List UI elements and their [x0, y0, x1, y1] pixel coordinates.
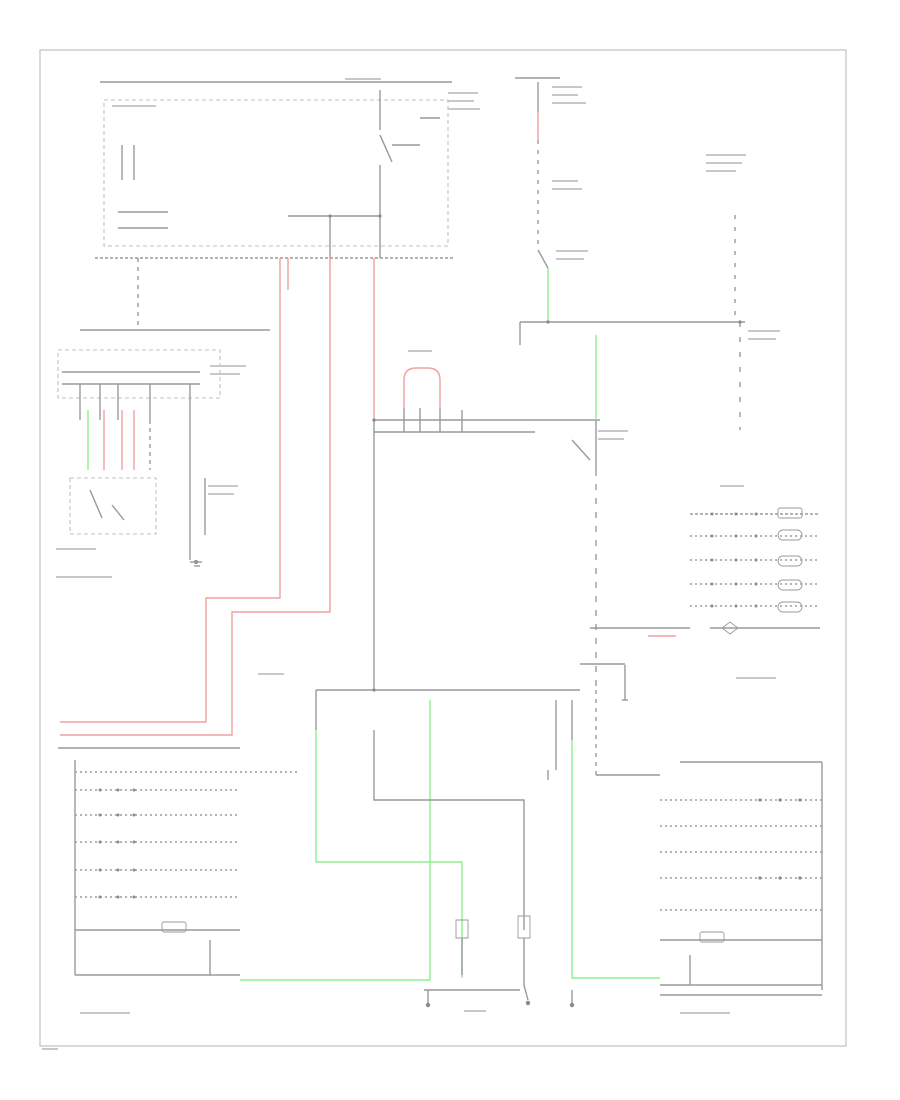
ground-symbols — [194, 565, 628, 701]
fuse-relay-box — [95, 81, 455, 259]
diagram-frame — [39, 49, 847, 1047]
right-rear-tail-light-box — [58, 747, 300, 976]
hot-at-all-times-fuse-chain — [515, 77, 745, 430]
placeholder-labels — [42, 78, 780, 1050]
left-rear-tail-light-box — [660, 761, 823, 996]
combination-light-switch-box — [57, 349, 221, 564]
front-turn-lights — [424, 915, 575, 1008]
red-feed-wires — [60, 258, 375, 736]
left-feed — [80, 258, 270, 331]
high-mount-brake-light — [690, 507, 820, 635]
center-junction — [240, 688, 660, 981]
turn-signal-unit — [571, 335, 690, 700]
hazard-switch-loop — [372, 367, 600, 690]
